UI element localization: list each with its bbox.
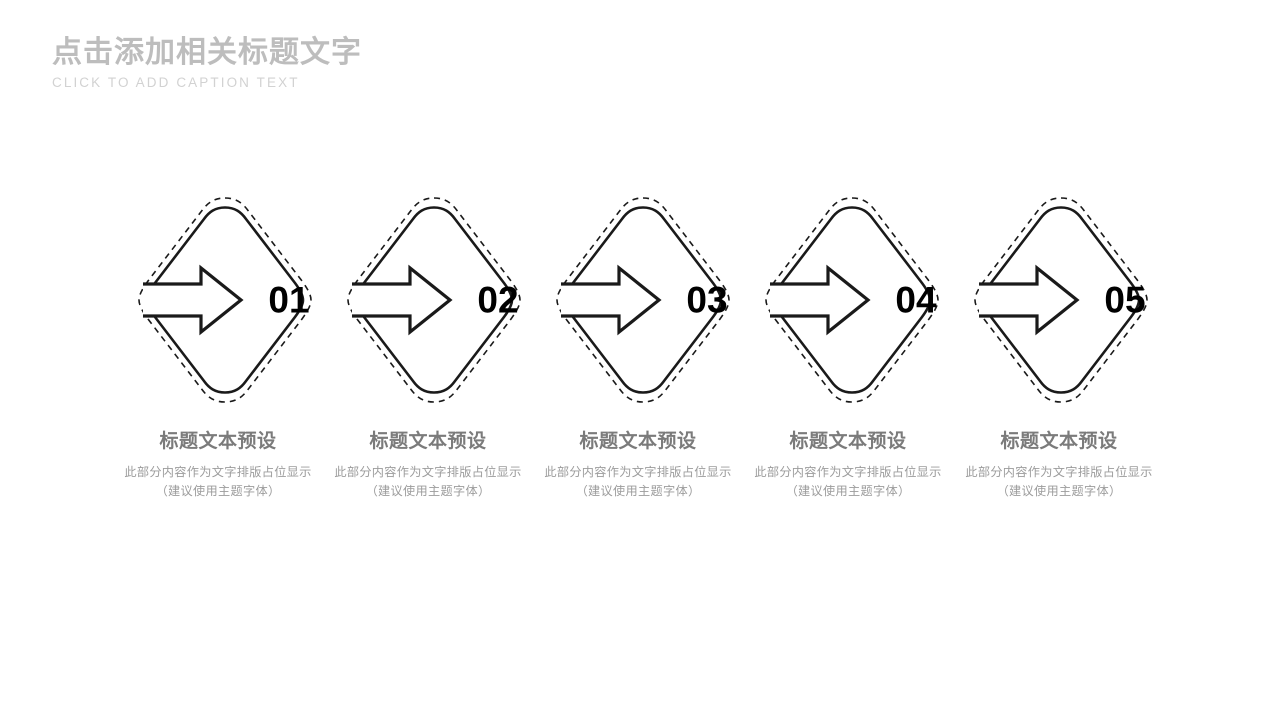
step-number-03: 03 xyxy=(686,280,727,321)
caption-body-01[interactable]: 此部分内容作为文字排版占位显示 （建议使用主题字体） xyxy=(103,463,333,501)
step-item-04[interactable]: 04 xyxy=(765,197,939,403)
step-item-01[interactable]: 01 xyxy=(138,197,312,403)
caption-body-02[interactable]: 此部分内容作为文字排版占位显示 （建议使用主题字体） xyxy=(313,463,543,501)
caption-title-03[interactable]: 标题文本预设 xyxy=(579,431,697,452)
caption-item-01[interactable]: 标题文本预设 此部分内容作为文字排版占位显示 （建议使用主题字体） xyxy=(103,430,333,501)
caption-body-line-2: （建议使用主题字体） xyxy=(365,483,491,498)
caption-row: 标题文本预设 此部分内容作为文字排版占位显示 （建议使用主题字体） 标题文本预设… xyxy=(0,430,1280,530)
step-item-03[interactable]: 03 xyxy=(556,197,730,403)
caption-title-05[interactable]: 标题文本预设 xyxy=(1000,431,1118,452)
page-title[interactable]: 点击添加相关标题文字 xyxy=(52,36,362,69)
caption-body-05[interactable]: 此部分内容作为文字排版占位显示 （建议使用主题字体） xyxy=(944,463,1174,501)
step-item-02[interactable]: 02 xyxy=(347,197,521,403)
caption-body-03[interactable]: 此部分内容作为文字排版占位显示 （建议使用主题字体） xyxy=(523,463,753,501)
caption-body-line-2: （建议使用主题字体） xyxy=(575,483,701,498)
caption-title-04[interactable]: 标题文本预设 xyxy=(789,431,907,452)
caption-body-line-1: 此部分内容作为文字排版占位显示 xyxy=(754,464,942,479)
step-number-05: 05 xyxy=(1104,280,1145,321)
caption-title-02[interactable]: 标题文本预设 xyxy=(369,431,487,452)
caption-item-05[interactable]: 标题文本预设 此部分内容作为文字排版占位显示 （建议使用主题字体） xyxy=(944,430,1174,501)
step-diagram: 01 02 03 04 xyxy=(0,180,1280,425)
step-item-05[interactable]: 05 xyxy=(974,197,1148,403)
caption-body-line-1: 此部分内容作为文字排版占位显示 xyxy=(124,464,312,479)
step-diagram-svg: 01 02 03 04 xyxy=(138,197,1148,403)
caption-body-line-2: （建议使用主题字体） xyxy=(785,483,911,498)
caption-item-03[interactable]: 标题文本预设 此部分内容作为文字排版占位显示 （建议使用主题字体） xyxy=(523,430,753,501)
caption-body-line-2: （建议使用主题字体） xyxy=(155,483,281,498)
step-number-04: 04 xyxy=(895,280,937,321)
caption-body-line-1: 此部分内容作为文字排版占位显示 xyxy=(334,464,522,479)
step-number-02: 02 xyxy=(477,280,518,321)
caption-body-line-2: （建议使用主题字体） xyxy=(996,483,1122,498)
slide-header: 点击添加相关标题文字 CLICK TO ADD CAPTION TEXT xyxy=(52,36,752,90)
caption-body-line-1: 此部分内容作为文字排版占位显示 xyxy=(544,464,732,479)
caption-title-01[interactable]: 标题文本预设 xyxy=(159,431,277,452)
caption-body-line-1: 此部分内容作为文字排版占位显示 xyxy=(965,464,1153,479)
page-subtitle[interactable]: CLICK TO ADD CAPTION TEXT xyxy=(52,74,300,90)
caption-body-04[interactable]: 此部分内容作为文字排版占位显示 （建议使用主题字体） xyxy=(733,463,963,501)
step-number-01: 01 xyxy=(268,280,309,321)
caption-item-02[interactable]: 标题文本预设 此部分内容作为文字排版占位显示 （建议使用主题字体） xyxy=(313,430,543,501)
caption-item-04[interactable]: 标题文本预设 此部分内容作为文字排版占位显示 （建议使用主题字体） xyxy=(733,430,963,501)
